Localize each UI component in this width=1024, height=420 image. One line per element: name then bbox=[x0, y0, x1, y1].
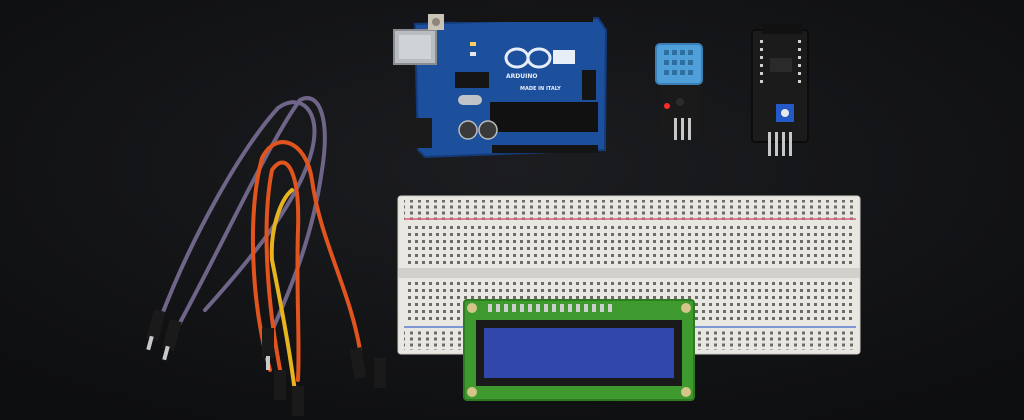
arduino-logo-text: ARDUINO bbox=[506, 73, 537, 80]
wire-orange-2 bbox=[264, 160, 301, 382]
atmega-chip bbox=[490, 102, 598, 132]
arduino-model-label: UNO bbox=[554, 54, 574, 63]
dht11-sensor-module bbox=[655, 43, 703, 140]
lcd-screen bbox=[484, 328, 674, 378]
wire-orange-1 bbox=[251, 140, 362, 372]
wire-purple-2 bbox=[174, 96, 327, 342]
i2c-lcd-adapter bbox=[751, 24, 809, 156]
jumper-wires bbox=[158, 96, 362, 402]
power-jack bbox=[402, 118, 432, 148]
arduino-uno-board: UNO ARDUINO MADE IN ITALY bbox=[393, 14, 608, 159]
status-led-icon bbox=[664, 103, 670, 109]
wire-yellow bbox=[269, 188, 298, 402]
arduino-made-in: MADE IN ITALY bbox=[520, 86, 561, 92]
lcd-16x2-display bbox=[463, 299, 695, 401]
digital-header bbox=[455, 14, 593, 22]
jumper-connectors bbox=[146, 308, 386, 416]
